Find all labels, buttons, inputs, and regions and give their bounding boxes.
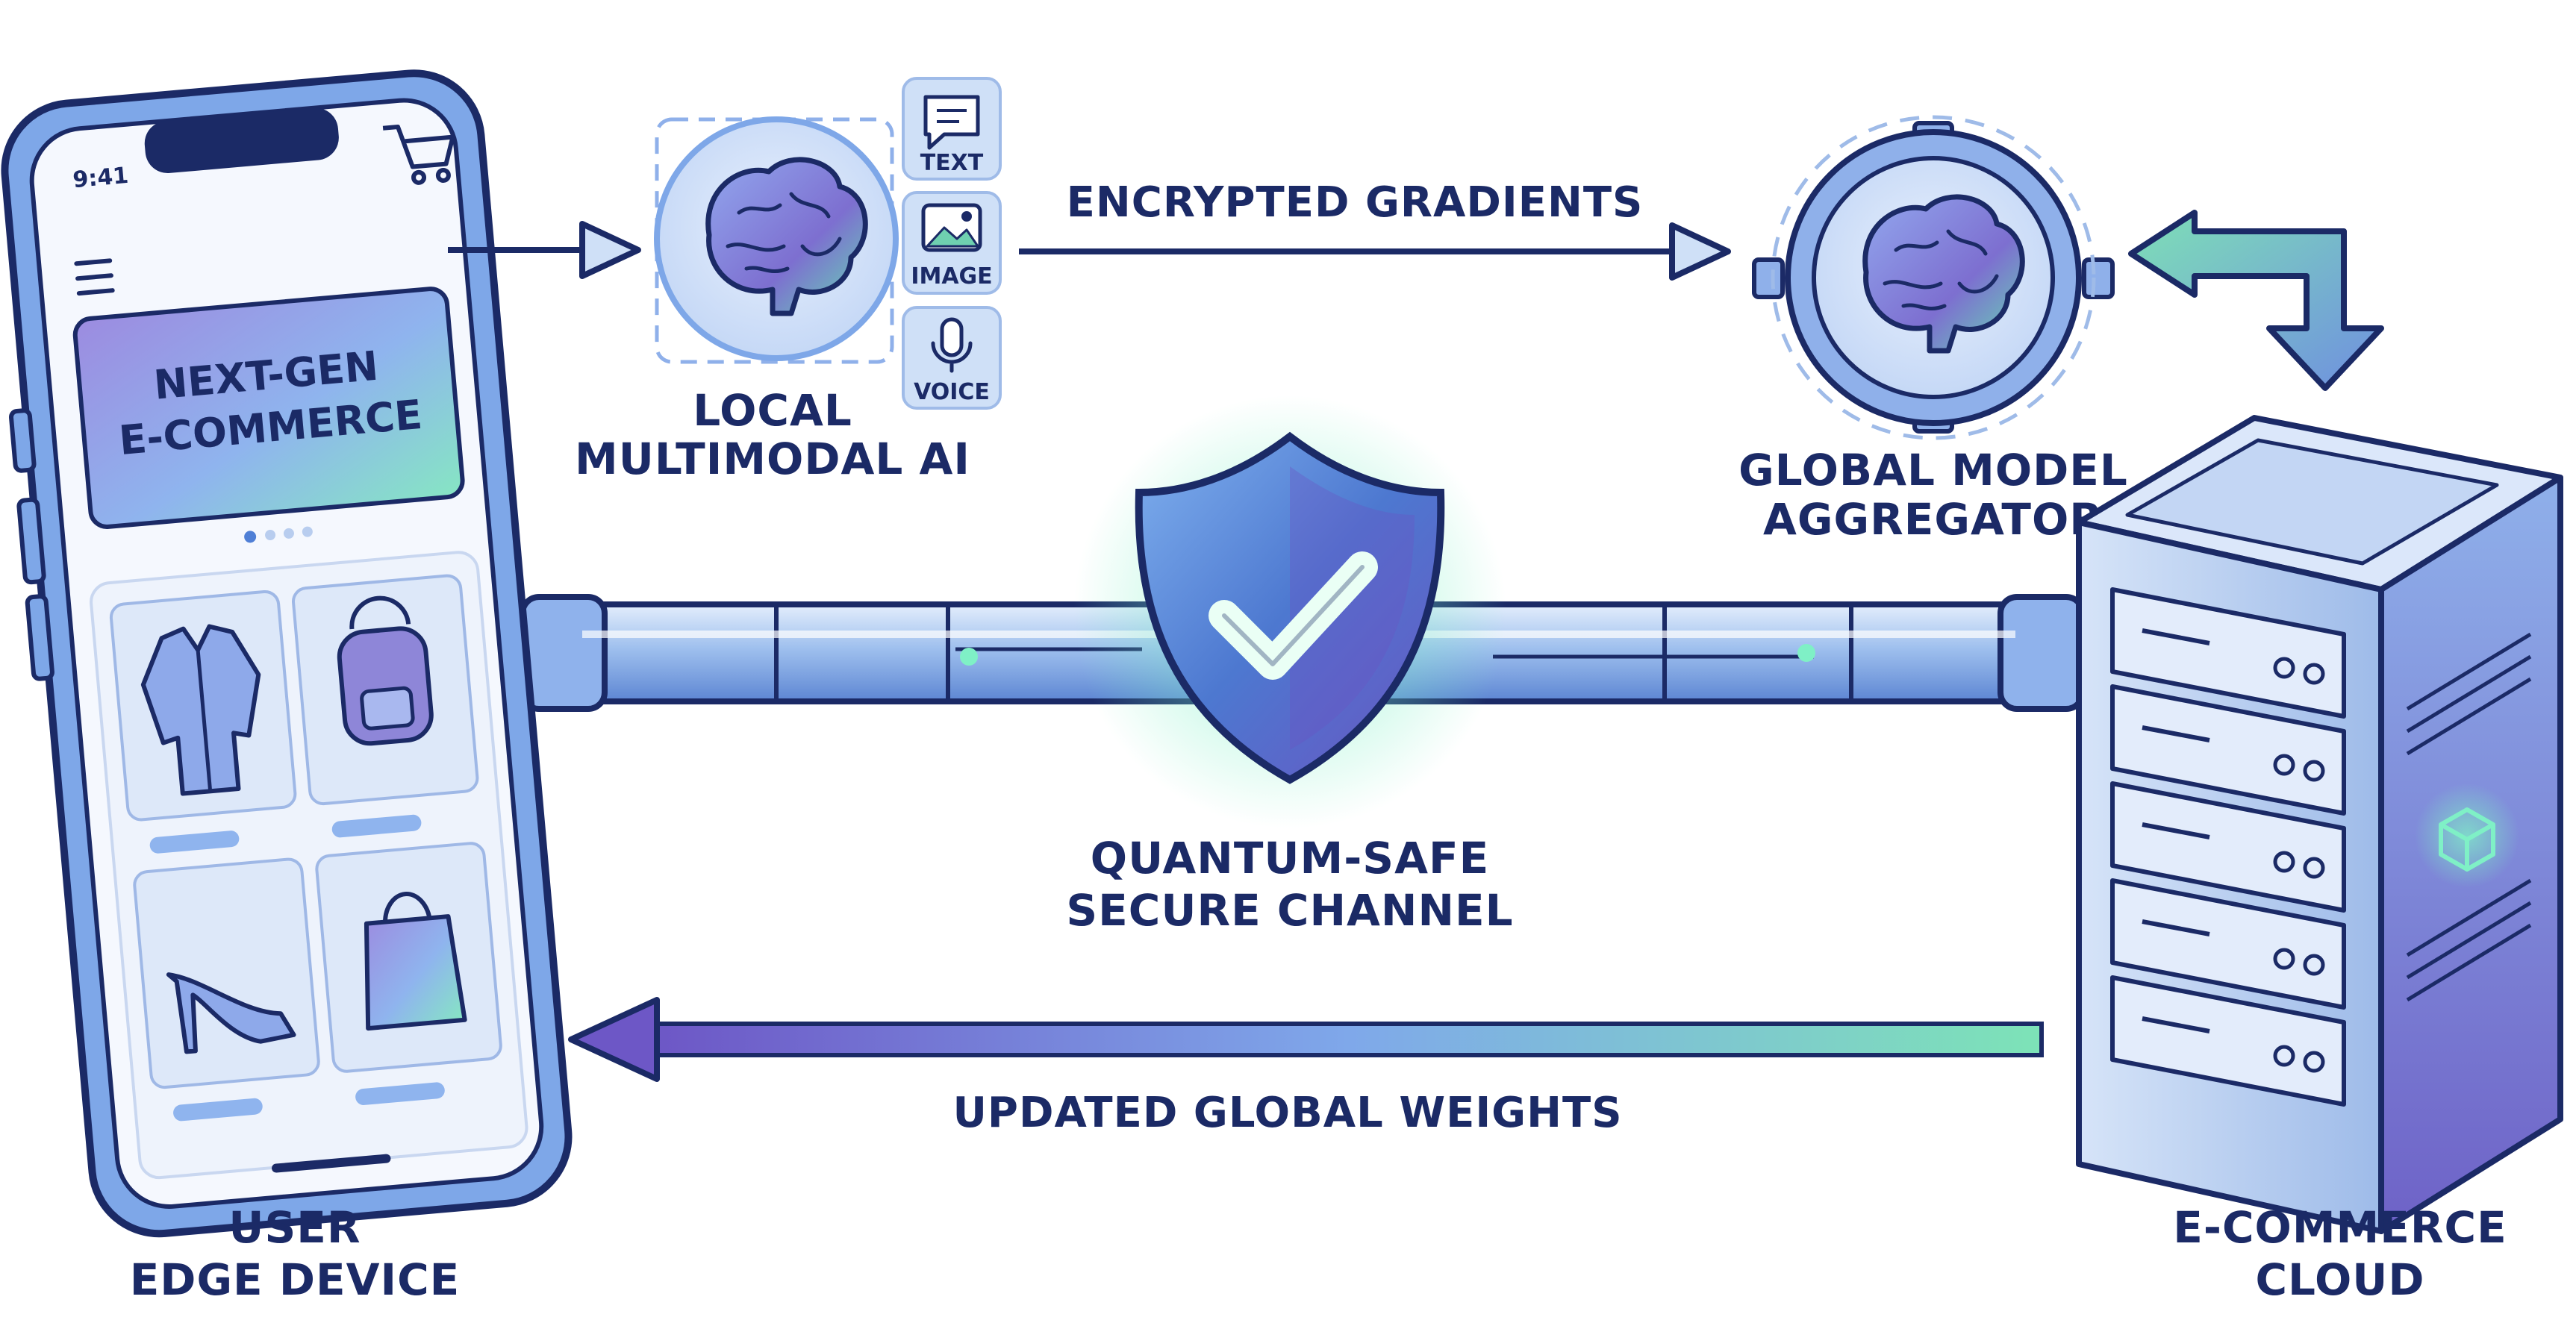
channel-label-2: SECURE CHANNEL	[1066, 885, 1513, 936]
microphone-icon	[931, 317, 973, 373]
brain-icon	[1862, 194, 2025, 354]
ecommerce-cloud-server	[2076, 415, 2563, 1234]
updated-weights-label: UPDATED GLOBAL WEIGHTS	[952, 1089, 1622, 1137]
cart-icon[interactable]	[382, 122, 456, 186]
chat-bubble-icon	[923, 95, 980, 150]
local-ai-label-2: MULTIMODAL AI	[575, 434, 970, 484]
encrypted-gradients-arrow: ENCRYPTED GRADIENTS	[1019, 178, 1731, 281]
shield-check-icon	[1073, 395, 1506, 828]
rack-unit	[2110, 878, 2346, 1010]
product-card-backpack[interactable]	[291, 574, 481, 839]
channel-label-1: QUANTUM-SAFE	[1091, 833, 1489, 883]
modality-voice-label: VOICE	[914, 379, 990, 405]
modality-text-label: TEXT	[920, 150, 984, 176]
modality-voice-chip[interactable]: VOICE	[902, 306, 1002, 410]
sync-arrow	[2128, 210, 2384, 391]
brain-icon	[705, 157, 868, 316]
rack-unit	[2110, 684, 2346, 816]
aggregator-label-2: AGGREGATOR	[1763, 494, 2103, 545]
cloud-label-2: CLOUD	[2255, 1254, 2424, 1305]
server-rack-units	[2110, 587, 2346, 1107]
status-time: 9:41	[72, 163, 129, 193]
shopping-bag-icon	[364, 892, 467, 1031]
modality-image-chip[interactable]: IMAGE	[902, 191, 1002, 295]
smartphone: 9:41 NEXT-GEN E-COMMERCE	[1, 69, 573, 1238]
cloud-label-1: E-COMMERCE	[2173, 1202, 2507, 1253]
image-icon	[921, 203, 982, 252]
modality-image-label: IMAGE	[911, 263, 992, 290]
phone-to-ai-arrow	[448, 221, 641, 279]
carousel-dots[interactable]	[243, 525, 313, 543]
modality-text-chip[interactable]: TEXT	[902, 77, 1002, 181]
promo-banner[interactable]: NEXT-GEN E-COMMERCE	[72, 287, 465, 529]
aggregator-label-1: GLOBAL MODEL	[1738, 445, 2128, 495]
updated-weights-arrow: UPDATED GLOBAL WEIGHTS	[568, 997, 2044, 1137]
menu-icon[interactable]	[74, 258, 115, 296]
jacket-icon	[140, 624, 261, 796]
rack-unit	[2110, 587, 2346, 719]
local-ai-label-1: LOCAL	[693, 385, 852, 436]
local-ai-module: LOCAL MULTIMODAL AI	[575, 116, 970, 484]
high-heel-icon	[166, 972, 296, 1054]
product-card-bag[interactable]	[315, 842, 505, 1107]
device-label-2: EDGE DEVICE	[130, 1254, 461, 1305]
rack-unit	[2110, 781, 2346, 913]
backpack-icon	[337, 595, 434, 746]
encrypted-gradients-label: ENCRYPTED GRADIENTS	[1067, 178, 1644, 227]
product-card-jacket[interactable]	[109, 589, 299, 855]
rack-unit	[2110, 975, 2346, 1107]
global-model-aggregator: GLOBAL MODEL AGGREGATOR	[1738, 115, 2128, 545]
cube-icon	[2415, 784, 2519, 888]
device-label-1: USER	[228, 1202, 361, 1253]
product-card-heels[interactable]	[133, 857, 323, 1123]
